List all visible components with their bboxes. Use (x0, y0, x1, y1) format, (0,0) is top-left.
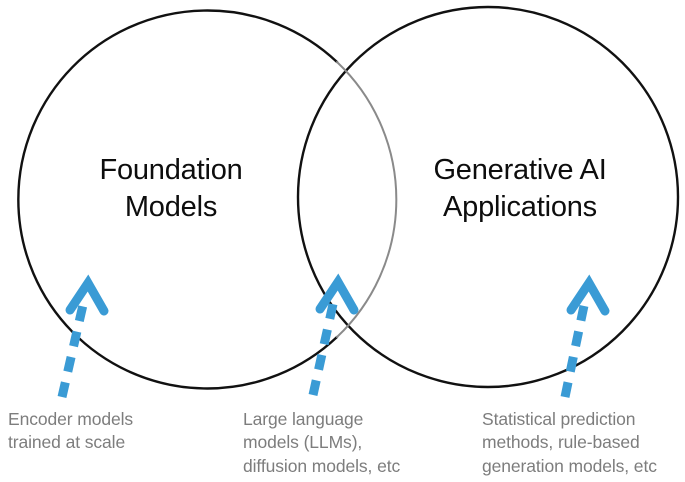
arc-foundation-models-overlap (336, 61, 398, 338)
caption-foundation-models-only: Encoder models trained at scale (8, 409, 134, 453)
arc-foundation-models-outer (17, 9, 339, 390)
arrow-left (57, 274, 109, 398)
caption-generative-ai-applications-only: Statistical prediction methods, rule-bas… (482, 409, 657, 476)
arrow-right-shaft (560, 295, 591, 398)
circle-generative-ai-applications (296, 5, 680, 389)
arrow-middle-head (315, 273, 359, 315)
arrow-middle (308, 273, 359, 396)
arrow-left-head (65, 274, 109, 316)
arrow-right (560, 274, 610, 398)
arrow-left-shaft (57, 295, 90, 398)
caption-overlap: Large language models (LLMs), diffusion … (243, 409, 401, 476)
arrow-middle-shaft (308, 294, 340, 396)
arrow-right-head (566, 274, 610, 316)
